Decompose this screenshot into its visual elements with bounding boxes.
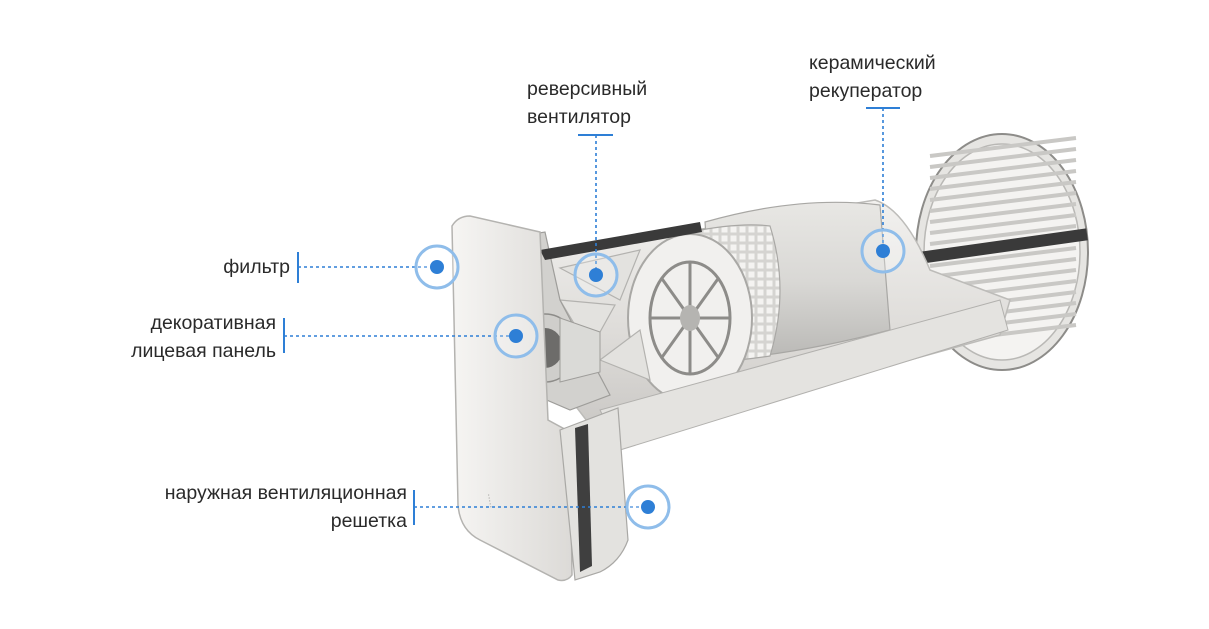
grille-slat [929,136,1077,158]
label-outer-grille-line-2: решетка [330,510,407,532]
label-reversible-fan-line-1: реверсивный [527,78,648,100]
svg-text:·····: ····· [484,493,496,510]
label-ceramic-recuperator-line-2: рекуператор [809,80,923,102]
label-front-panel: декоративная лицевая панель [60,309,276,365]
grille-slat [929,213,1077,235]
grille-slat [929,257,1077,279]
grille-slat [929,224,1077,246]
front-panel [451,215,573,582]
callout-dot-ceramic-recuperator [876,244,890,258]
callout-dot-filter [430,260,444,274]
label-outer-grille-line-1: наружная вентиляционная [164,482,407,504]
callout-dot-front-panel [509,329,523,343]
label-front-panel-line-1: декоративная [150,312,276,334]
grille-slat [929,169,1077,191]
grille-slat [929,147,1077,169]
label-filter: фильтр [120,253,290,281]
grille-slat [929,158,1077,180]
grille-slat [929,202,1077,224]
callout-dot-outer-grille [641,500,655,514]
label-ceramic-recuperator-line-1: керамический [809,52,936,74]
grille-slat [929,246,1077,268]
fan-wheel [627,233,753,403]
grille-slat [929,180,1077,202]
label-outer-grille: наружная вентиляционная решетка [80,479,407,535]
label-filter-line-1: фильтр [223,256,290,278]
label-reversible-fan-line-2: вентилятор [527,106,631,128]
label-ceramic-recuperator: керамический рекуператор [809,49,1009,105]
label-reversible-fan: реверсивный вентилятор [527,75,727,131]
callout-dot-reversible-fan [589,268,603,282]
label-front-panel-line-2: лицевая панель [131,340,276,362]
grille-slat [929,191,1077,213]
